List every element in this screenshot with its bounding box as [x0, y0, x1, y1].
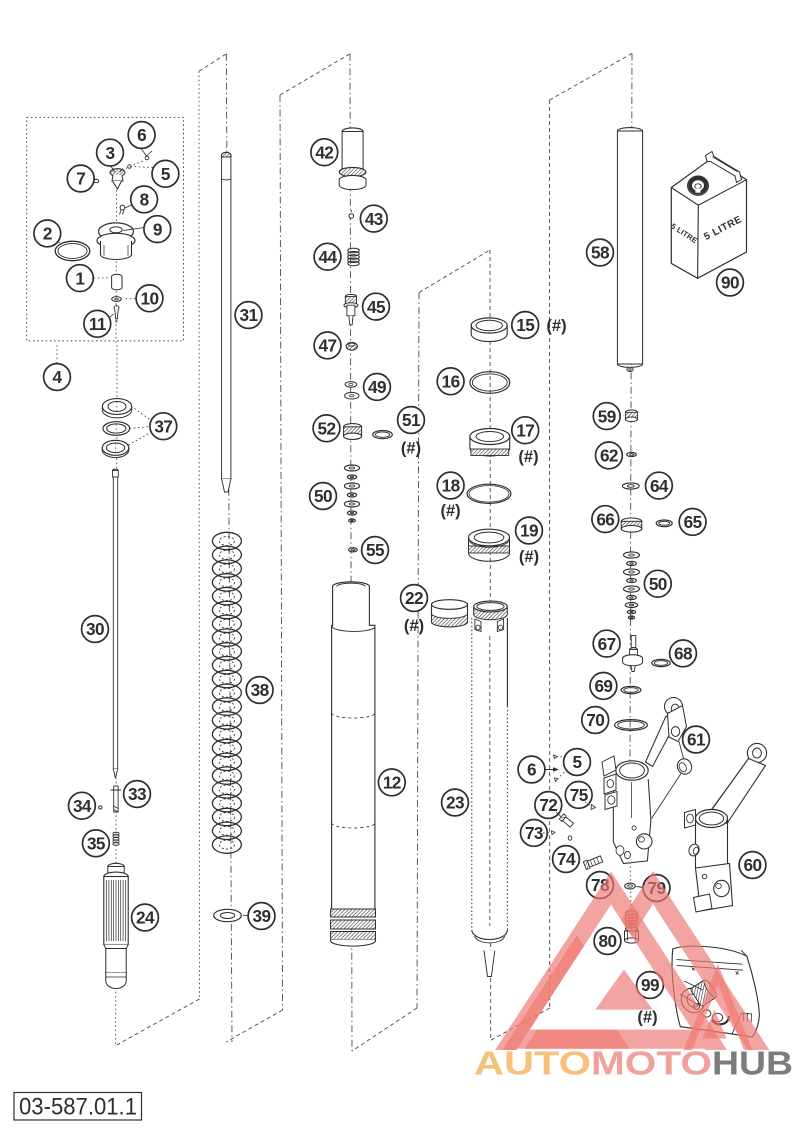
svg-text:49: 49 [368, 377, 386, 397]
svg-text:4: 4 [53, 367, 63, 387]
svg-text:75: 75 [570, 785, 589, 805]
svg-text:35: 35 [87, 833, 106, 853]
svg-text:37: 37 [154, 416, 172, 436]
svg-text:62: 62 [600, 446, 618, 466]
svg-text:68: 68 [674, 644, 693, 664]
svg-text:7: 7 [76, 169, 85, 189]
svg-text:61: 61 [687, 730, 706, 750]
svg-text:51: 51 [402, 410, 421, 430]
svg-text:(#): (#) [404, 617, 424, 635]
svg-text:(#): (#) [401, 439, 421, 457]
svg-text:11: 11 [89, 314, 107, 334]
svg-text:10: 10 [141, 288, 159, 308]
svg-text:66: 66 [596, 509, 614, 529]
svg-text:45: 45 [367, 297, 386, 317]
svg-text:03-587.01.1: 03-587.01.1 [19, 1094, 137, 1121]
svg-text:50: 50 [314, 486, 332, 506]
svg-text:55: 55 [366, 540, 385, 560]
svg-text:42: 42 [315, 142, 333, 162]
svg-text:59: 59 [598, 406, 616, 426]
svg-text:HUB: HUB [712, 1046, 793, 1083]
svg-text:12: 12 [383, 773, 401, 793]
svg-text:(#): (#) [441, 502, 461, 520]
svg-text:33: 33 [128, 784, 146, 804]
svg-text:67: 67 [598, 634, 616, 654]
svg-text:30: 30 [86, 619, 104, 639]
svg-text:60: 60 [744, 855, 762, 875]
svg-text:16: 16 [442, 371, 460, 391]
svg-text:70: 70 [586, 710, 604, 730]
svg-text:22: 22 [405, 588, 423, 608]
svg-text:(#): (#) [519, 548, 539, 566]
svg-text:(#): (#) [637, 1008, 657, 1026]
svg-text:6: 6 [137, 125, 146, 145]
svg-text:23: 23 [446, 793, 464, 813]
svg-text:44: 44 [319, 247, 338, 267]
svg-text:43: 43 [365, 209, 383, 229]
svg-text:9: 9 [153, 219, 162, 239]
svg-text:72: 72 [539, 795, 557, 815]
svg-text:69: 69 [594, 676, 612, 696]
svg-text:1: 1 [75, 268, 85, 288]
svg-text:39: 39 [253, 906, 271, 926]
svg-text:99: 99 [641, 975, 659, 995]
svg-text:8: 8 [140, 190, 150, 210]
svg-text:2: 2 [43, 224, 52, 244]
svg-text:31: 31 [240, 305, 259, 325]
svg-text:6: 6 [527, 760, 536, 780]
svg-text:64: 64 [650, 476, 669, 496]
svg-text:17: 17 [516, 420, 534, 440]
svg-text:3: 3 [106, 143, 115, 163]
svg-text:73: 73 [525, 823, 543, 843]
svg-text:MOTO: MOTO [591, 1046, 712, 1083]
svg-text:AUTO: AUTO [474, 1046, 591, 1083]
svg-text:18: 18 [442, 476, 461, 496]
svg-text:52: 52 [318, 418, 336, 438]
svg-text:90: 90 [721, 273, 739, 293]
svg-text:15: 15 [516, 315, 535, 335]
svg-text:24: 24 [136, 908, 155, 928]
svg-text:(#): (#) [518, 448, 538, 466]
svg-text:50: 50 [649, 574, 667, 594]
svg-text:(#): (#) [546, 317, 566, 335]
svg-text:5: 5 [161, 164, 171, 184]
svg-text:5: 5 [573, 752, 583, 772]
svg-text:34: 34 [73, 796, 92, 816]
svg-text:19: 19 [520, 521, 538, 541]
svg-text:74: 74 [557, 849, 576, 869]
svg-text:65: 65 [684, 512, 703, 532]
svg-text:47: 47 [319, 336, 337, 356]
svg-text:38: 38 [251, 680, 270, 700]
svg-text:58: 58 [591, 243, 610, 263]
